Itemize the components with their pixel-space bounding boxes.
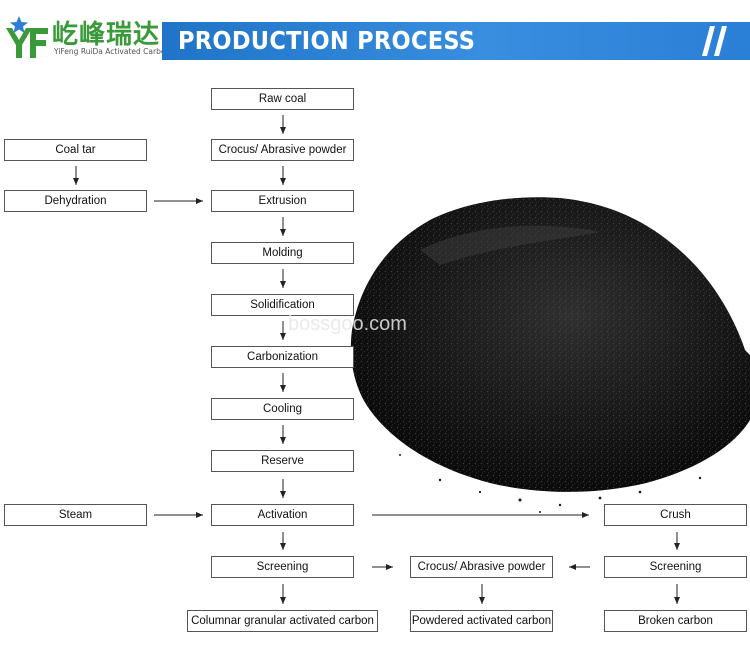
node-carbonization: Carbonization <box>211 346 354 368</box>
node-coal-tar: Coal tar <box>4 139 147 161</box>
node-steam: Steam <box>4 504 147 526</box>
node-columnar-granular-activated-carbon: Columnar granular activated carbon <box>187 610 378 632</box>
node-reserve: Reserve <box>211 450 354 472</box>
node-raw-coal: Raw coal <box>211 88 354 110</box>
node-broken-carbon: Broken carbon <box>604 610 747 632</box>
node-powdered-activated-carbon: Powdered activated carbon <box>410 610 553 632</box>
node-crush: Crush <box>604 504 747 526</box>
node-crocus-abrasive-powder-top: Crocus/ Abrasive powder <box>211 139 354 161</box>
node-crocus-abrasive-powder-bottom: Crocus/ Abrasive powder <box>410 556 553 578</box>
node-activation: Activation <box>211 504 354 526</box>
node-dehydration: Dehydration <box>4 190 147 212</box>
node-screening-left: Screening <box>211 556 354 578</box>
node-extrusion: Extrusion <box>211 190 354 212</box>
node-cooling: Cooling <box>211 398 354 420</box>
node-screening-right: Screening <box>604 556 747 578</box>
node-molding: Molding <box>211 242 354 264</box>
watermark-text: bossgoo.com <box>288 313 407 336</box>
